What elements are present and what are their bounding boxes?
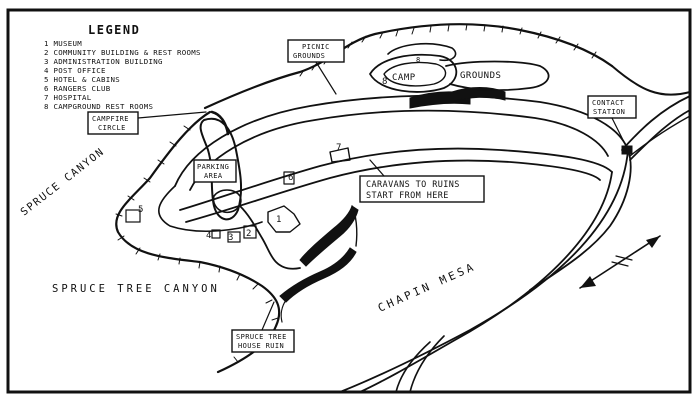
ruin-label-box [231, 329, 295, 353]
contact-station-label-2: STATION [593, 108, 625, 116]
mesa-rim-east [611, 65, 691, 96]
parking-area-label: PARKING [197, 163, 229, 171]
building-contact-station [621, 145, 633, 155]
parking-area-label-box [193, 159, 237, 183]
building-community [243, 225, 257, 239]
campfire-circle-label: CAMPFIRE [92, 115, 129, 123]
legend-item: 6 RANGERS CLUB [44, 84, 111, 93]
campground-loop-1 [369, 53, 458, 93]
trail-spruce-tree-house-2 [279, 247, 357, 303]
campground-loop-3 [387, 42, 457, 62]
campground-restroom-number: 8 [416, 56, 421, 64]
parking-area-loop [199, 117, 243, 221]
road-southeast-2 [359, 171, 613, 393]
building-museum [267, 205, 301, 233]
building-hotel-cabins [125, 209, 141, 223]
ruin-label-2: HOUSE RUIN [238, 342, 284, 350]
campgrounds-label: GROUNDS [460, 71, 501, 81]
contact-station-arrow [611, 117, 627, 147]
road-to-ruin [239, 205, 301, 270]
road-east-entrance [621, 95, 691, 151]
road-southeast-4 [409, 335, 445, 393]
canyon-rim-west [115, 110, 281, 374]
legend-item: 8 CAMPGROUND REST ROOMS [44, 102, 153, 111]
label-number-7: 7 [336, 143, 342, 153]
caravans-label-box [359, 175, 485, 203]
contact-station-label: CONTACT [592, 99, 625, 107]
spruce-canyon-label: SPRUCE CANYON [18, 146, 107, 219]
picnic-grounds-arrow [315, 61, 337, 95]
campfire-circle-label-2: CIRCLE [98, 124, 126, 132]
buildings [125, 145, 633, 243]
road-inner-south-2 [185, 159, 601, 223]
parking-area-label-2: AREA [204, 172, 223, 180]
building-post-office [211, 229, 221, 239]
road-west-point [158, 185, 263, 233]
legend-item: 5 HOTEL & CABINS [44, 75, 120, 84]
road-loop-inner [189, 109, 609, 191]
road-loop-outer [174, 94, 632, 291]
legend-item: 2 COMMUNITY BUILDING & REST ROOMS [44, 48, 201, 57]
campfire-circle-arrow [137, 111, 207, 119]
campfire-circle-label-box [87, 111, 139, 135]
camp-label: CAMP [392, 73, 416, 83]
building-rangers-club [283, 171, 295, 185]
road-campfire [210, 110, 230, 136]
chapin-mesa-label: CHAPIN MESA [376, 260, 478, 315]
spruce-tree-canyon-label: SPRUCE TREE CANYON [52, 283, 220, 295]
legend-item: 3 ADMINISTRATION BUILDING [44, 57, 163, 66]
legend-item: 4 POST OFFICE [44, 66, 106, 75]
road-inner-south [179, 147, 613, 211]
trail-spruce-tree-house-4 [280, 299, 287, 323]
label-number-8: 8 [382, 77, 388, 87]
building-hospital [329, 147, 351, 163]
ruin-arrow [261, 301, 275, 331]
caravans-label-2: START FROM HERE [366, 191, 449, 201]
campground-loop-1-inner [383, 61, 447, 87]
legend-title: LEGEND [88, 23, 140, 37]
map-frame [6, 8, 692, 394]
label-number-3: 3 [228, 233, 234, 243]
road-southeast-3 [395, 341, 431, 393]
road-east-entrance-2 [629, 109, 691, 161]
label-number-1: 1 [276, 215, 282, 225]
parking-ring [212, 189, 242, 214]
caravans-label: CARAVANS TO RUINS [366, 180, 460, 190]
picnic-grounds-label: PICNIC [302, 43, 330, 51]
caravans-arrow [369, 159, 385, 177]
north-arrow-icon [579, 235, 661, 289]
legend: LEGEND 1 MUSEUM 2 COMMUNITY BUILDING & R… [44, 23, 201, 111]
label-number-6: 6 [288, 173, 294, 183]
building-admin [227, 231, 241, 243]
trail-spruce-tree-house [299, 205, 359, 267]
label-number-2: 2 [246, 229, 252, 239]
trail-spruce-tree-house-3 [351, 205, 358, 247]
canyon-rim-north [203, 23, 614, 110]
ruin-label: SPRUCE TREE [236, 333, 287, 341]
legend-item: 1 MUSEUM [44, 39, 82, 48]
picnic-grounds-label-2: GROUNDS [293, 52, 325, 60]
label-number-4: 4 [206, 231, 212, 241]
legend-item: 7 HOSPITAL [44, 93, 92, 102]
mesa-rim-east-2 [629, 115, 691, 157]
label-number-5: 5 [138, 205, 144, 215]
campground-loop-2 [445, 60, 550, 91]
